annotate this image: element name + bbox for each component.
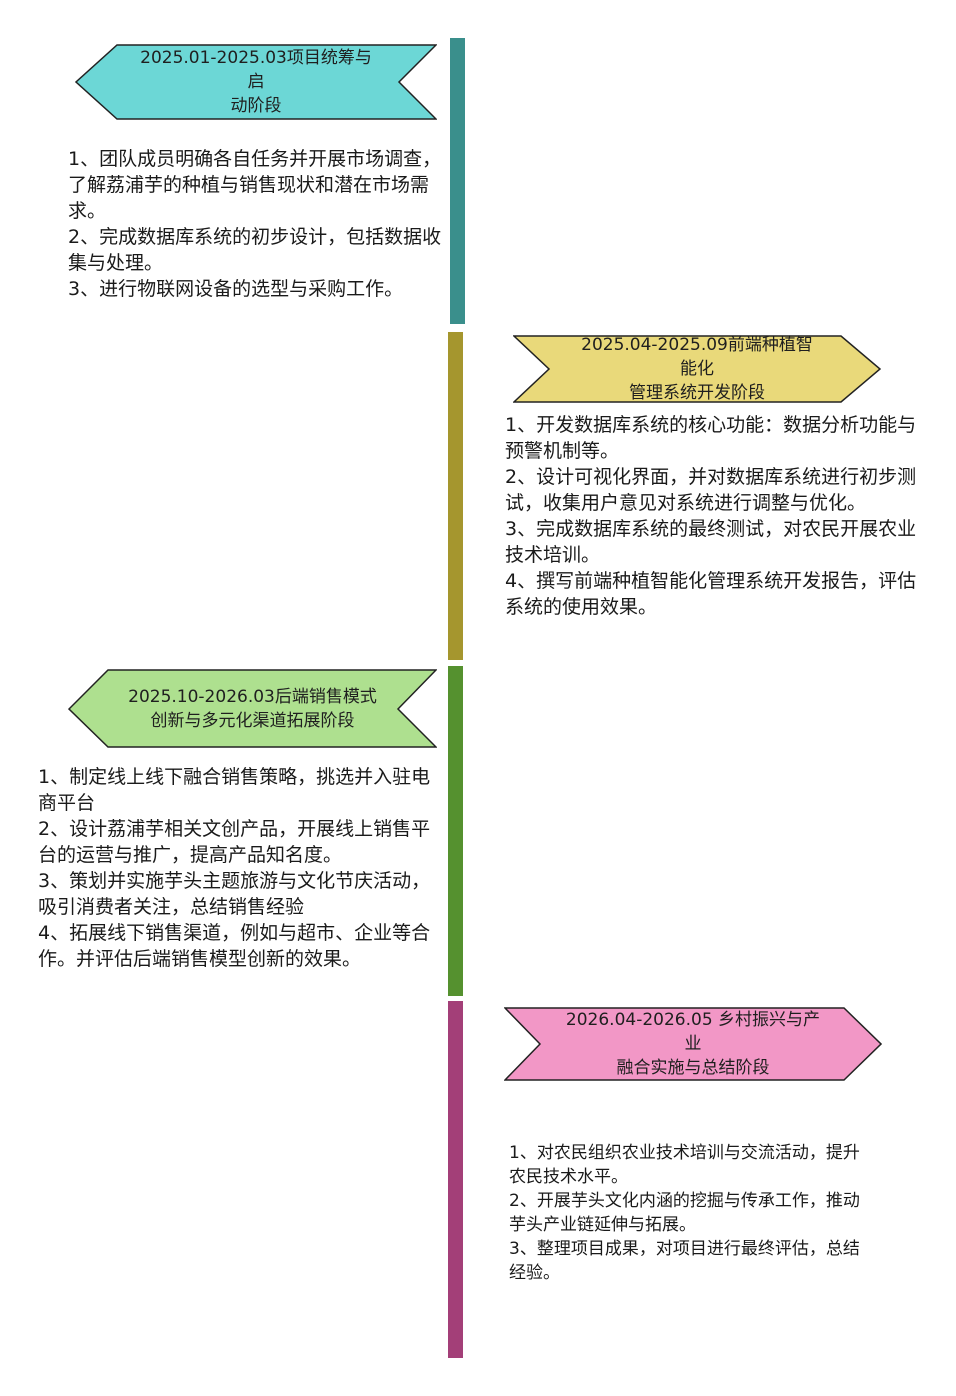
stage-3-item-4: 4、拓展线下销售渠道，例如与超市、企业等合作。并评估后端销售模型创新的效果。 [38, 922, 431, 970]
stage-1-list: 1、团队成员明确各自任务并开展市场调查，了解荔浦芋的种植与销售现状和潜在市场需求… [68, 146, 442, 302]
stage-3-tag: 2025.10-2026.03后端销售模式 创新与多元化渠道拓展阶段 [68, 669, 437, 748]
stage-2-item-2: 2、设计可视化界面，并对数据库系统进行初步测试，收集用户意见对系统进行调整与优化… [505, 466, 917, 514]
stage-2-title: 2025.04-2025.09前端种植智能化 管理系统开发阶段 [513, 335, 881, 403]
timeline-bar-stage-4 [448, 1001, 463, 1358]
stage-2-item-3: 3、完成数据库系统的最终测试，对农民开展农业技术培训。 [505, 518, 917, 566]
stage-1-tag: 2025.01-2025.03项目统筹与启 动阶段 [75, 44, 437, 120]
stage-1-title-line-2: 动阶段 [230, 96, 282, 116]
stage-2-tag: 2025.04-2025.09前端种植智能化 管理系统开发阶段 [513, 335, 881, 403]
timeline-bar-stage-1 [450, 38, 465, 324]
stage-3-item-2: 2、设计荔浦芋相关文创产品，开展线上销售平台的运营与推广，提高产品知名度。 [38, 818, 431, 866]
stage-3-title: 2025.10-2026.03后端销售模式 创新与多元化渠道拓展阶段 [68, 669, 437, 748]
stage-4-item-3: 3、整理项目成果，对项目进行最终评估，总结经验。 [509, 1239, 860, 1283]
timeline-bar-stage-3 [448, 666, 463, 996]
stage-3-title-line-2: 创新与多元化渠道拓展阶段 [150, 710, 355, 731]
stage-3-item-1: 1、制定线上线下融合销售策略，挑选并入驻电商平台 [38, 766, 431, 814]
stage-2-tag-shape [513, 335, 881, 403]
stage-2-item-1: 1、开发数据库系统的核心功能：数据分析功能与预警机制等。 [505, 414, 917, 462]
stage-3-list: 1、制定线上线下融合销售策略，挑选并入驻电商平台 2、设计荔浦芋相关文创产品，开… [38, 764, 436, 972]
stage-1-item-1: 1、团队成员明确各自任务并开展市场调查，了解荔浦芋的种植与销售现状和潜在市场需求… [68, 148, 442, 222]
stage-1-item-3: 3、进行物联网设备的选型与采购工作。 [68, 278, 404, 300]
stage-2-item-4: 4、撰写前端种植智能化管理系统开发报告，评估系统的使用效果。 [505, 570, 917, 618]
stage-4-title-line-1: 2026.04-2026.05 乡村振兴与产业 [565, 1010, 821, 1054]
stage-1-title-line-1: 2025.01-2025.03项目统筹与启 [140, 48, 372, 92]
stage-4-tag: 2026.04-2026.05 乡村振兴与产业 融合实施与总结阶段 [504, 1007, 882, 1081]
stage-3-title-line-1: 2025.10-2026.03后端销售模式 [128, 686, 377, 707]
timeline-bar-stage-2 [448, 332, 463, 660]
stage-2-title-line-1: 2025.04-2025.09前端种植智能化 [581, 335, 813, 379]
stage-3-item-3: 3、策划并实施芋头主题旅游与文化节庆活动，吸引消费者关注，总结销售经验 [38, 870, 431, 918]
stage-4-title-line-2: 融合实施与总结阶段 [616, 1058, 770, 1078]
stage-1-title: 2025.01-2025.03项目统筹与启 动阶段 [75, 44, 437, 120]
stage-1-tag-shape [75, 44, 437, 120]
stage-4-item-2: 2、开展芋头文化内涵的挖掘与传承工作，推动芋头产业链延伸与拓展。 [509, 1191, 860, 1235]
stage-3-tag-shape [68, 669, 437, 748]
stage-4-item-1: 1、对农民组织农业技术培训与交流活动，提升农民技术水平。 [509, 1143, 860, 1187]
stage-2-list: 1、开发数据库系统的核心功能：数据分析功能与预警机制等。 2、设计可视化界面，并… [505, 412, 921, 620]
stage-4-title: 2026.04-2026.05 乡村振兴与产业 融合实施与总结阶段 [504, 1007, 882, 1081]
stage-4-list: 1、对农民组织农业技术培训与交流活动，提升农民技术水平。 2、开展芋头文化内涵的… [509, 1141, 873, 1285]
stage-4-tag-shape [504, 1007, 882, 1081]
stage-2-title-line-2: 管理系统开发阶段 [629, 383, 765, 403]
stage-1-item-2: 2、完成数据库系统的初步设计，包括数据收集与处理。 [68, 226, 442, 274]
